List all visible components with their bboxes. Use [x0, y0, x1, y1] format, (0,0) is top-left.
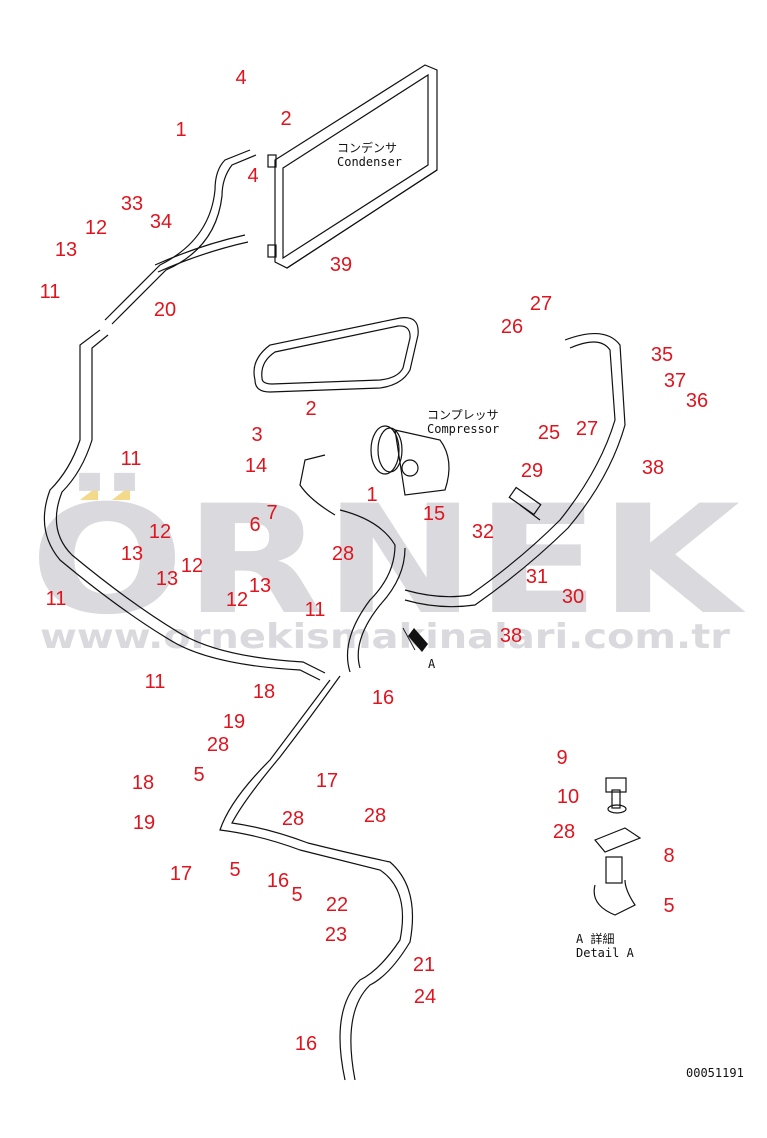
callout-16: 16	[295, 1033, 317, 1055]
callout-27: 27	[530, 293, 552, 315]
compressor	[370, 425, 450, 496]
callout-5: 5	[193, 764, 204, 786]
callout-30: 30	[562, 586, 584, 608]
watermark-url: www.ornekismakinalari.com.tr	[40, 617, 730, 657]
condenser-label: Condenser	[337, 155, 402, 169]
callout-19: 19	[223, 711, 245, 733]
callout-25: 25	[538, 422, 560, 444]
callout-28: 28	[364, 805, 386, 827]
callout-5: 5	[663, 895, 674, 917]
callout-13: 13	[121, 543, 143, 565]
watermark-accent	[80, 486, 98, 500]
callout-18: 18	[253, 681, 275, 703]
detail-a	[593, 777, 642, 916]
callout-2: 2	[280, 108, 291, 130]
callout-23: 23	[325, 924, 347, 946]
callout-28: 28	[282, 808, 304, 830]
belt	[253, 317, 419, 393]
compressor-label: Compressor	[427, 422, 499, 436]
watermark-accent	[112, 486, 130, 500]
condenser-label-jp: コンデンサ	[337, 140, 397, 155]
callout-12: 12	[149, 521, 171, 543]
callout-5: 5	[291, 884, 302, 906]
callout-11: 11	[145, 671, 166, 693]
callout-2: 2	[305, 398, 316, 420]
callout-11: 11	[46, 588, 67, 610]
callout-24: 24	[414, 986, 436, 1008]
callout-5: 5	[229, 859, 240, 881]
detail-label: Detail A	[576, 946, 635, 960]
condenser	[267, 64, 438, 269]
callout-28: 28	[207, 734, 229, 756]
callout-37: 37	[664, 370, 686, 392]
callout-28: 28	[332, 543, 354, 565]
callout-10: 10	[557, 786, 579, 808]
callout-16: 16	[372, 687, 394, 709]
callout-8: 8	[663, 845, 674, 867]
compressor-label-jp: コンプレッサ	[427, 408, 499, 422]
callout-26: 26	[501, 316, 523, 338]
detail-label-jp: A 詳細	[576, 931, 614, 946]
callout-16: 16	[267, 870, 289, 892]
callout-13: 13	[156, 568, 178, 590]
callout-27: 27	[576, 418, 598, 440]
callout-32: 32	[472, 521, 494, 543]
callout-38: 38	[500, 625, 522, 647]
callout-7: 7	[266, 502, 277, 524]
callout-11: 11	[305, 599, 326, 621]
callout-4: 4	[247, 165, 258, 187]
callout-11: 11	[40, 281, 61, 303]
view-arrow	[402, 627, 428, 652]
callout-35: 35	[651, 344, 673, 366]
callout-12: 12	[85, 217, 107, 239]
callout-17: 17	[316, 770, 338, 792]
callout-31: 31	[526, 566, 548, 588]
callout-20: 20	[154, 299, 176, 321]
callout-15: 15	[423, 503, 445, 525]
callout-33: 33	[121, 193, 143, 215]
callout-39: 39	[330, 254, 352, 276]
callout-6: 6	[249, 514, 260, 536]
callout-29: 29	[521, 460, 543, 482]
callout-9: 9	[556, 747, 567, 769]
callout-22: 22	[326, 894, 348, 916]
callout-19: 19	[133, 812, 155, 834]
callout-3: 3	[251, 424, 262, 446]
callout-21: 21	[413, 954, 435, 976]
view-arrow-label: A	[428, 657, 436, 671]
callout-13: 13	[55, 239, 77, 261]
callout-4: 4	[235, 67, 246, 89]
callout-1: 1	[366, 484, 377, 506]
callout-11: 11	[121, 448, 142, 470]
watermark: ÖRNEK www.ornekismakinalari.com.tr	[30, 472, 746, 657]
drawing-number: 00051191	[686, 1066, 744, 1080]
hoses	[43, 149, 626, 1081]
callout-34: 34	[150, 211, 172, 233]
callout-18: 18	[132, 772, 154, 794]
callout-17: 17	[170, 863, 192, 885]
callout-13: 13	[249, 575, 271, 597]
callout-12: 12	[181, 555, 203, 577]
callout-38: 38	[642, 457, 664, 479]
watermark-brand: ÖRNEK	[30, 472, 746, 648]
callout-36: 36	[686, 390, 708, 412]
callout-28: 28	[553, 821, 575, 843]
callout-14: 14	[245, 455, 267, 477]
callout-1: 1	[175, 119, 186, 141]
callout-12: 12	[226, 589, 248, 611]
